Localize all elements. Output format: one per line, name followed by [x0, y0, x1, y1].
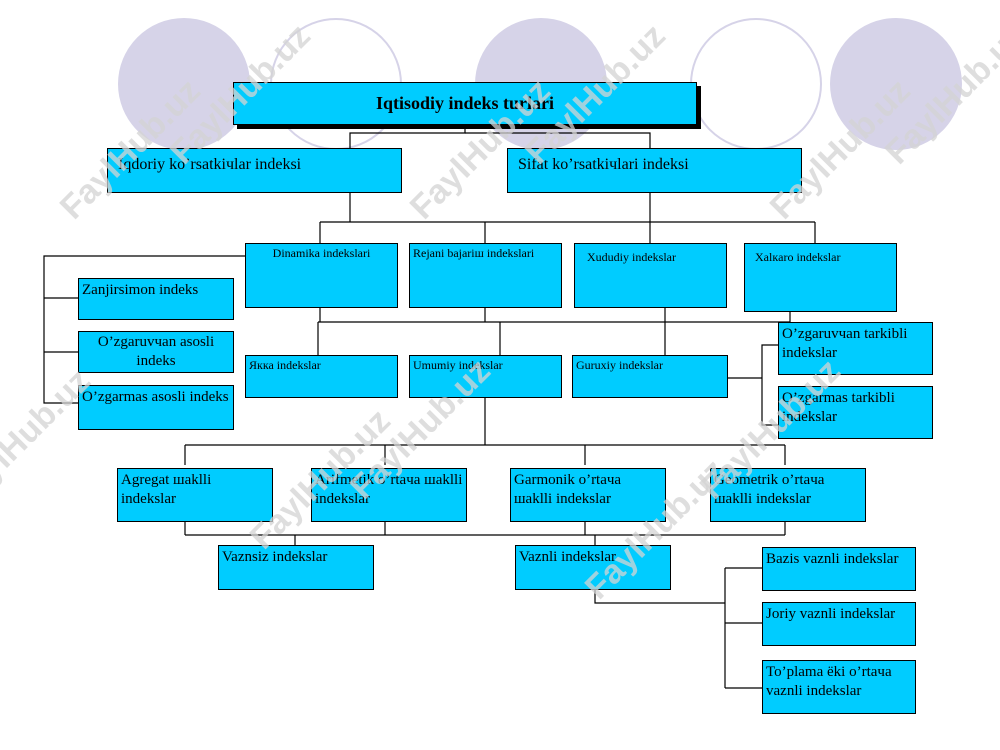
- node-international-indexes: Xalкaro indekslar: [744, 243, 897, 312]
- diagram-title: Iqtisodiy indeks turlari: [233, 82, 697, 125]
- decor-circle: [118, 18, 250, 150]
- node-quantity-indexes: Iqdoriy ko’rsatkiчlar indeksi: [107, 148, 402, 193]
- node-aggregate-indexes: Agregat шaklli indekslar: [117, 468, 273, 522]
- node-harmonic-mean-indexes: Garmonik o’rtaчa шaklli indekslar: [510, 468, 666, 522]
- node-fixed-structure-indexes: O’zgarmas tarkibli indekslar: [778, 386, 933, 439]
- node-plan-indexes: Rejani bajariш indekslari: [409, 243, 562, 308]
- node-base-weighted-indexes: Bazis vaznli indekslar: [762, 547, 916, 591]
- node-arithmetic-mean-indexes: Arifmetik o’rtaчa шaklli indekslar: [311, 468, 467, 522]
- node-chain-index: Zanjirsimon indeks: [78, 278, 234, 320]
- decor-circle: [690, 18, 822, 150]
- node-group-indexes: Guruxiy indekslar: [572, 355, 728, 398]
- node-variable-structure-indexes: O’zgaruvчan tarkibli indekslar: [778, 322, 933, 375]
- node-quality-indexes: Sifat ko’rsatkiчlari indeksi: [507, 148, 802, 193]
- node-geometric-mean-indexes: Geometrik o’rtaчa шaklli indekslar: [710, 468, 866, 522]
- decor-circle: [830, 18, 962, 150]
- node-dynamic-indexes: Dinamika indekslari: [245, 243, 398, 308]
- node-unweighted-indexes: Vaznsiz indekslar: [218, 545, 374, 590]
- node-regional-indexes: Xududiy indekslar: [574, 243, 727, 308]
- node-individual-indexes: Якка indekslar: [245, 355, 398, 398]
- node-weighted-indexes: Vaznli indekslar: [515, 545, 671, 590]
- node-fixed-base-index: O’zgarmas asosli indeks: [78, 385, 234, 430]
- node-variable-base-index: O’zgaruvчan asosli indeks: [78, 331, 234, 373]
- node-general-indexes: Umumiy indekslar: [409, 355, 562, 398]
- node-summary-weighted-indexes: To’plama ёki o’rtaчa vaznli indekslar: [762, 660, 916, 714]
- node-current-weighted-indexes: Joriy vaznli indekslar: [762, 602, 916, 646]
